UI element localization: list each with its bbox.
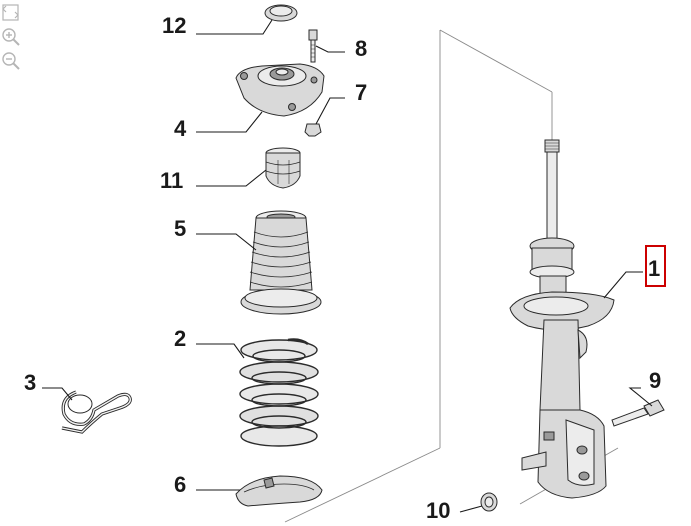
part-8-bolt[interactable]: [308, 29, 318, 63]
fit-screen-icon[interactable]: [0, 2, 22, 24]
callout-8[interactable]: 8: [355, 36, 367, 61]
callout-10[interactable]: 10: [426, 498, 450, 523]
callout-1[interactable]: 1: [648, 256, 660, 281]
part-3-wire-clip[interactable]: [61, 390, 132, 434]
callout-3[interactable]: 3: [24, 370, 36, 395]
part-4-top-mount[interactable]: [235, 63, 325, 117]
callout-2[interactable]: 2: [174, 326, 186, 351]
callout-7[interactable]: 7: [355, 80, 367, 105]
part-9-bolt[interactable]: [611, 399, 665, 427]
callout-5[interactable]: 5: [174, 216, 186, 241]
zoom-in-icon[interactable]: [0, 26, 22, 48]
callout-4[interactable]: 4: [174, 116, 187, 141]
part-1-strut-assembly[interactable]: [509, 139, 615, 499]
callout-6[interactable]: 6: [174, 472, 186, 497]
leader-lines: [42, 19, 653, 513]
callout-12[interactable]: 12: [162, 13, 186, 38]
selected-callout-highlight: [645, 245, 666, 287]
part-2-coil-spring[interactable]: [239, 338, 319, 447]
perspective-frame: [284, 29, 619, 523]
callout-11[interactable]: 11: [160, 168, 183, 193]
part-11-bump-stop[interactable]: [265, 147, 301, 189]
callouts: 12 8 7 4 11 5 1 2 3 9 6 10: [24, 13, 666, 523]
part-5-dust-boot[interactable]: [240, 210, 322, 315]
zoom-out-icon[interactable]: [0, 50, 22, 72]
part-7-nut[interactable]: [304, 123, 322, 137]
part-12-cap[interactable]: [264, 4, 298, 22]
part-6-spring-seat[interactable]: [235, 475, 323, 507]
callout-9[interactable]: 9: [649, 368, 661, 393]
part-10-nut[interactable]: [480, 492, 498, 512]
